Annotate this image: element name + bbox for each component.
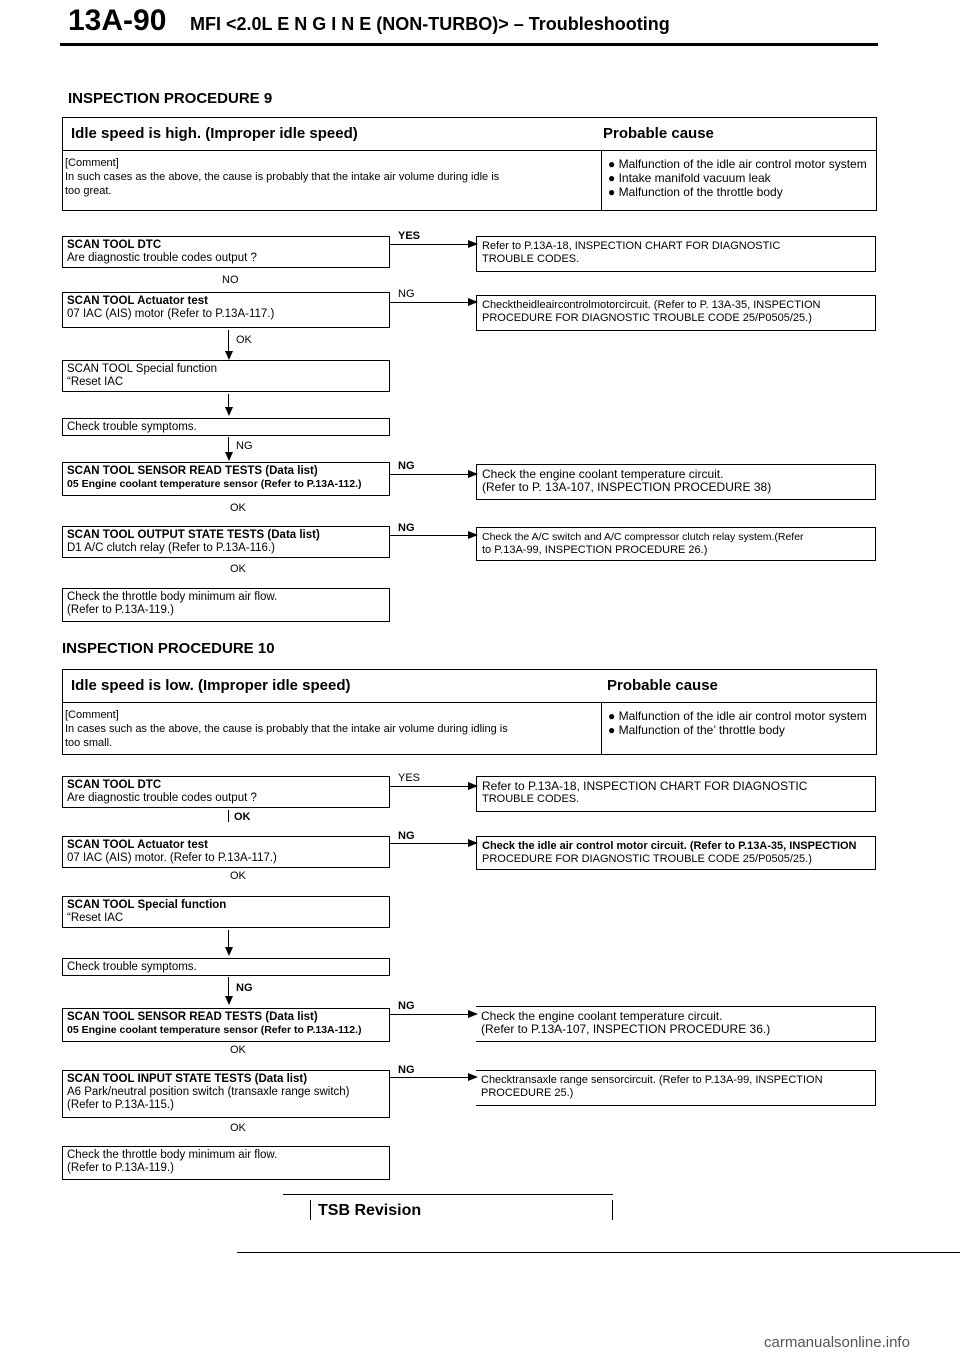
proc9-step-actuator: SCAN TOOL Actuator test 07 IAC (AIS) mot… <box>62 292 390 328</box>
ng-label: NG <box>236 440 253 452</box>
ng-label: NG <box>398 522 415 534</box>
step-title: SCAN TOOL DTC <box>67 239 162 251</box>
proc9-result-actuator: Checktheidleaircontrolmotorcircuit. (Ref… <box>476 295 876 331</box>
proc10-result-sensor: Check the engine coolant temperature cir… <box>476 1006 876 1042</box>
arrow-down <box>224 394 233 416</box>
arrow-right <box>390 782 478 790</box>
arrow-right <box>390 298 478 306</box>
ok-label: OK <box>230 1044 246 1056</box>
proc9-step-special: SCAN TOOL Special function “Reset IAC <box>62 360 390 392</box>
proc10-step-special: SCAN TOOL Special function “Reset IAC <box>62 896 390 928</box>
ng-label: NG <box>236 982 253 994</box>
proc10-result-actuator: Check the idle air control motor circuit… <box>476 836 876 870</box>
ok-label: OK <box>234 811 251 823</box>
proc9-comment-line2: too great. <box>65 185 112 197</box>
ok-label: OK <box>230 870 246 882</box>
arrow-down <box>224 330 233 360</box>
ng-label: NG <box>398 1000 415 1012</box>
ng-label: NG <box>398 460 415 472</box>
proc10-cause-list: ● Malfunction of the idle air control mo… <box>608 709 867 737</box>
arrow-right <box>390 1010 478 1018</box>
proc9-symptom-box: Idle speed is high. (Improper idle speed… <box>62 117 877 151</box>
watermark: carmanualsonline.info <box>764 1334 910 1351</box>
proc10-comment-label: [Comment] <box>65 709 119 721</box>
proc10-comment-line2: too small. <box>65 737 113 749</box>
arrow-right <box>390 531 478 539</box>
proc10-step-symptoms: Check trouble symptoms. <box>62 958 390 976</box>
tsb-revision: TSB Revision <box>318 1202 422 1219</box>
proc10-probable-cause-title: Probable cause <box>607 677 718 694</box>
footer-bracket-right <box>612 1200 613 1220</box>
ng-label: NG <box>398 288 415 300</box>
arrow-down <box>224 437 233 461</box>
proc10-comment-box: [Comment] In cases such as the above, th… <box>62 703 877 755</box>
proc9-step-output: SCAN TOOL OUTPUT STATE TESTS (Data list)… <box>62 526 390 558</box>
proc9-comment-box: [Comment] In such cases as the above, th… <box>62 151 877 211</box>
proc10-symptom-box: Idle speed is low. (Improper idle speed)… <box>62 669 877 703</box>
proc10-step-sensor: SCAN TOOL SENSOR READ TESTS (Data list) … <box>62 1008 390 1042</box>
proc10-step-input: SCAN TOOL INPUT STATE TESTS (Data list) … <box>62 1070 390 1118</box>
footer-rule-bottom <box>237 1252 960 1253</box>
proc10-step-dtc: SCAN TOOL DTC Are diagnostic trouble cod… <box>62 776 390 808</box>
arrow-down <box>224 977 233 1005</box>
ok-label: OK <box>230 502 246 514</box>
no-label: NO <box>222 274 239 286</box>
proc10-result-input: Checktransaxle range sensorcircuit. (Ref… <box>476 1070 876 1106</box>
proc9-comment-label: [Comment] <box>65 157 119 169</box>
proc10-cause-item: ● Malfunction of the’ throttle body <box>608 723 785 737</box>
proc10-heading: INSPECTION PROCEDURE 10 <box>62 640 275 657</box>
step-text: Are diagnostic trouble codes output ? <box>67 252 257 264</box>
proc9-step-sensor: SCAN TOOL SENSOR READ TESTS (Data list) … <box>62 462 390 496</box>
proc9-symptom: Idle speed is high. (Improper idle speed… <box>71 125 358 142</box>
arrow-right <box>390 240 478 248</box>
yes-label: YES <box>398 230 421 242</box>
proc10-step-actuator: SCAN TOOL Actuator test 07 IAC (AIS) mot… <box>62 836 390 868</box>
proc9-comment-line1: In such cases as the above, the cause is… <box>65 171 500 183</box>
proc10-step-throttle: Check the throttle body minimum air flow… <box>62 1146 390 1180</box>
arrow-right <box>390 470 478 478</box>
proc9-result-dtc: Refer to P.13A-18, INSPECTION CHART FOR … <box>476 236 876 272</box>
arrow-right <box>390 1073 478 1081</box>
proc9-heading: INSPECTION PROCEDURE 9 <box>68 90 273 107</box>
page-title: MFI <2.0L E N G I N E (NON-TURBO)> – Tro… <box>190 14 670 34</box>
arrow-right <box>390 839 478 847</box>
connector <box>228 810 229 822</box>
proc9-cause-item: ● Intake manifold vacuum leak <box>608 171 771 185</box>
ng-label: NG <box>398 830 415 842</box>
header-rule <box>60 43 878 46</box>
proc9-probable-cause-title: Probable cause <box>603 125 714 142</box>
page-number: 13A-90 <box>68 4 167 37</box>
yes-label: YES <box>398 772 421 784</box>
ok-label: OK <box>230 563 246 575</box>
proc9-result-output: Check the A/C switch and A/C compressor … <box>476 527 876 561</box>
proc10-cause-item: ● Malfunction of the idle air control mo… <box>608 709 867 723</box>
proc9-step-dtc: SCAN TOOL DTC Are diagnostic trouble cod… <box>62 236 390 268</box>
proc9-cause-item: ● Malfunction of the idle air control mo… <box>608 157 867 171</box>
proc9-step-symptoms: Check trouble symptoms. <box>62 418 390 436</box>
proc9-cause-list: ● Malfunction of the idle air control mo… <box>608 157 867 199</box>
footer-bracket-left <box>310 1200 311 1220</box>
proc9-result-sensor: Check the engine coolant temperature cir… <box>476 464 876 500</box>
ok-label: OK <box>230 1122 246 1134</box>
proc9-step-throttle: Check the throttle body minimum air flow… <box>62 588 390 622</box>
proc10-result-dtc: Refer to P.13A-18, INSPECTION CHART FOR … <box>476 776 876 812</box>
proc10-symptom: Idle speed is low. (Improper idle speed) <box>71 677 351 694</box>
footer-rule-top <box>283 1194 613 1195</box>
ng-label: NG <box>398 1064 415 1076</box>
arrow-down <box>224 930 233 956</box>
ok-label: OK <box>236 334 252 346</box>
proc9-cause-item: ● Malfunction of the throttle body <box>608 185 783 199</box>
proc10-comment-line1: In cases such as the above, the cause is… <box>65 723 508 735</box>
